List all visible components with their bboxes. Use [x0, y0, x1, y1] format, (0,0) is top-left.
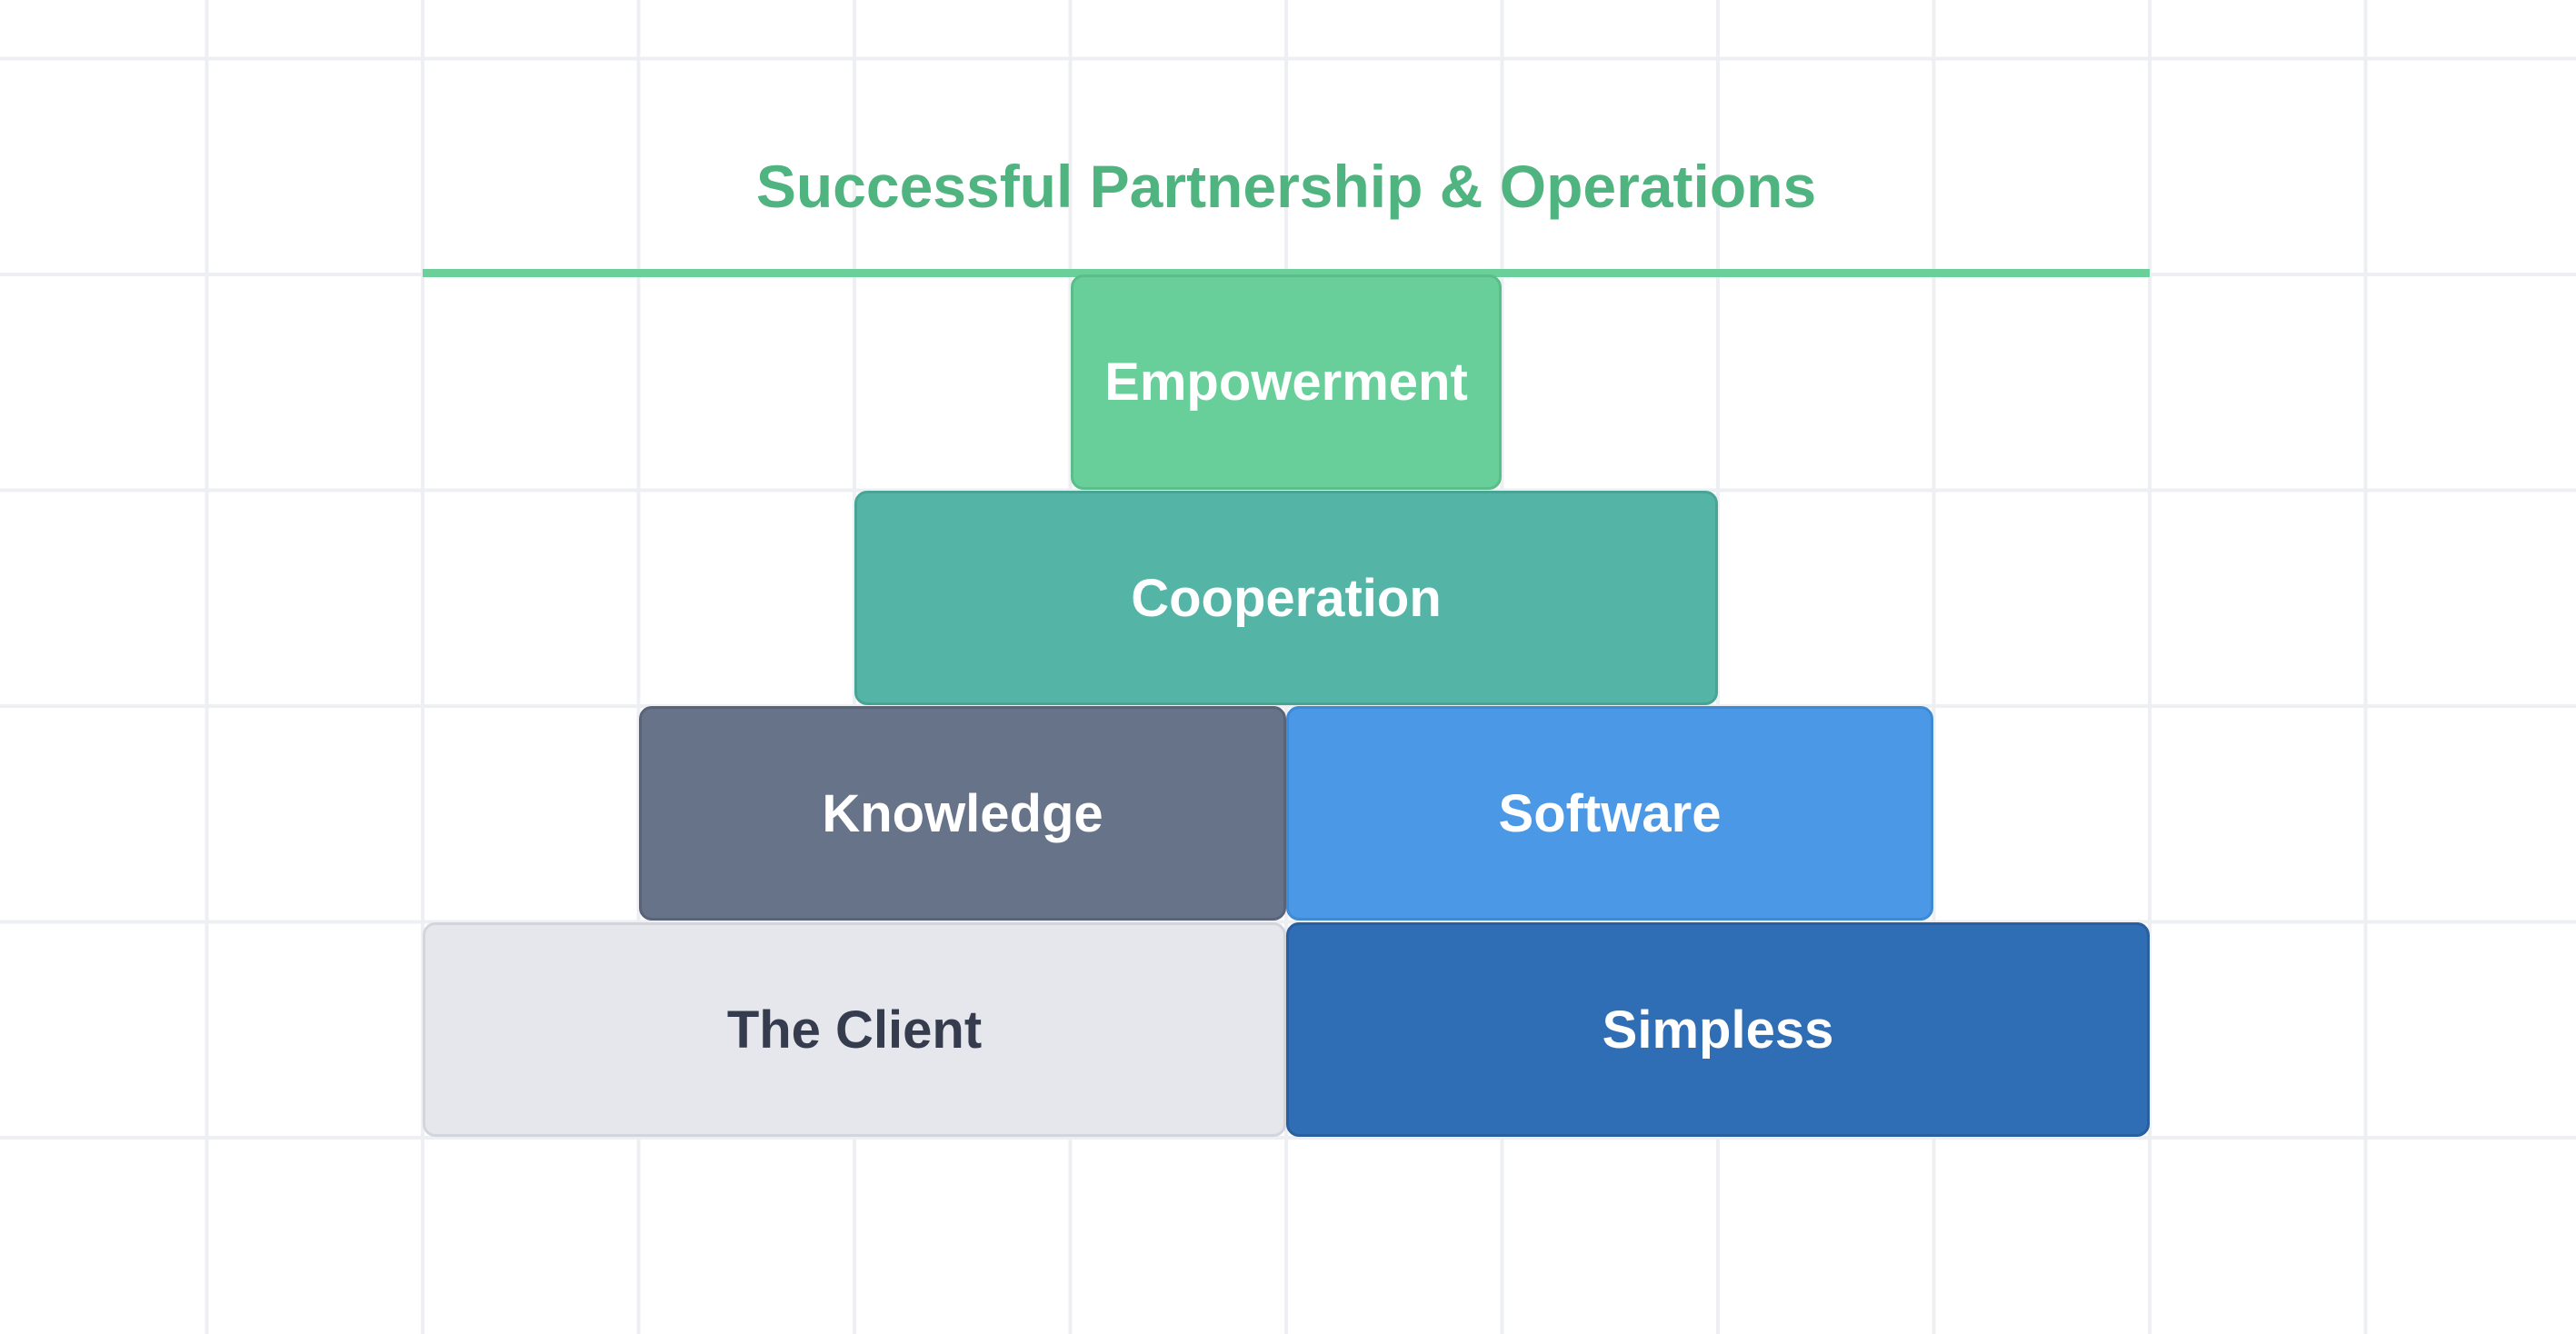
block-label: Simpless [1602, 1000, 1834, 1060]
block-label: Empowerment [1104, 353, 1468, 412]
block-label: The Client [726, 1000, 983, 1060]
block-label: Knowledge [822, 783, 1103, 843]
title-divider [423, 269, 2150, 277]
diagram-title: Successful Partnership & Operations [755, 153, 1817, 220]
block-label: Software [1498, 783, 1722, 843]
pyramid-block-the-client[interactable]: The Client [423, 922, 1286, 1137]
block-label: Cooperation [1131, 568, 1442, 628]
pyramid-block-simpless[interactable]: Simpless [1286, 922, 2150, 1137]
pyramid-block-cooperation[interactable]: Cooperation [854, 491, 1718, 705]
pyramid-block-knowledge[interactable]: Knowledge [639, 706, 1286, 921]
pyramid-block-software[interactable]: Software [1286, 706, 1933, 921]
pyramid-block-empowerment[interactable]: Empowerment [1071, 274, 1502, 490]
